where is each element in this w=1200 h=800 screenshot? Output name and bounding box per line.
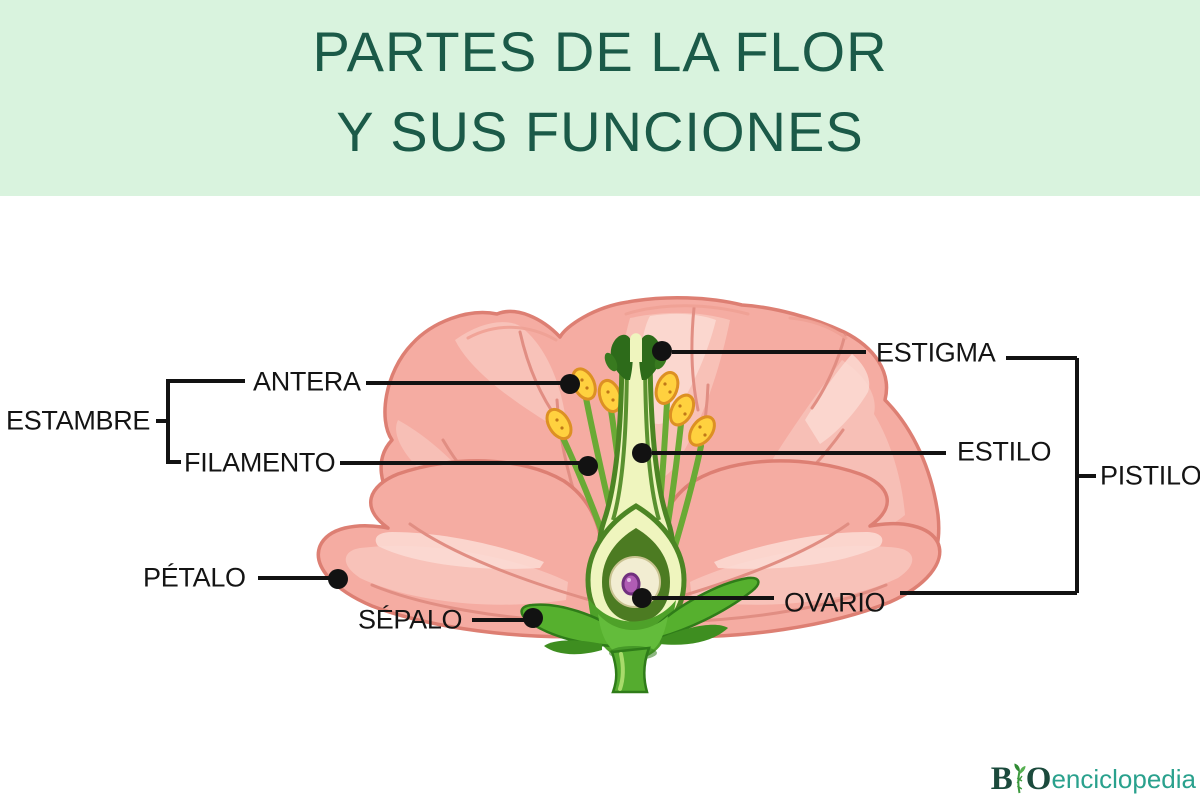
estilo-pointer-dot <box>632 443 652 463</box>
label-pointer-dots <box>328 341 672 628</box>
logo-wordmark: enciclopedia <box>1051 764 1196 794</box>
antera-pointer-dot <box>560 374 580 394</box>
stigma-shape <box>604 333 668 380</box>
title-line-1: PARTES DE LA FLOR <box>312 20 888 83</box>
logo-letter-o: O <box>1025 761 1052 797</box>
label-ovario: OVARIO <box>784 587 886 618</box>
label-estigma: ESTIGMA <box>876 337 996 368</box>
estigma-pointer-dot <box>652 341 672 361</box>
label-petalo: PÉTALO <box>143 562 246 593</box>
petal-left <box>316 459 604 639</box>
label-estilo: ESTILO <box>957 436 1052 467</box>
bioenciclopedia-logo: B O enciclopedia <box>990 760 1196 797</box>
label-sepalo: SÉPALO <box>358 604 463 635</box>
sepalo-pointer-dot <box>523 608 543 628</box>
sepals <box>520 576 760 694</box>
logo-letter-b: B <box>990 761 1013 797</box>
label-antera: ANTERA <box>253 366 361 397</box>
sepal-right <box>648 576 760 642</box>
label-filamento: FILAMENTO <box>184 447 336 478</box>
petalo-pointer-dot <box>328 569 348 589</box>
ovario-pointer-dot <box>632 588 652 608</box>
anther-pollen-dots <box>555 378 707 437</box>
label-estambre: ESTAMBRE <box>6 405 151 436</box>
anthers <box>545 367 716 447</box>
sepal-left <box>520 603 622 648</box>
connector-lines <box>156 350 1096 622</box>
header-band <box>0 0 1200 196</box>
stem <box>610 646 651 694</box>
sprout-leaf-icon <box>1014 763 1026 794</box>
ovule <box>621 572 641 596</box>
label-pistilo: PISTILO <box>1100 460 1200 491</box>
filamento-pointer-dot <box>578 456 598 476</box>
title-line-2: Y SUS FUNCIONES <box>336 100 864 163</box>
